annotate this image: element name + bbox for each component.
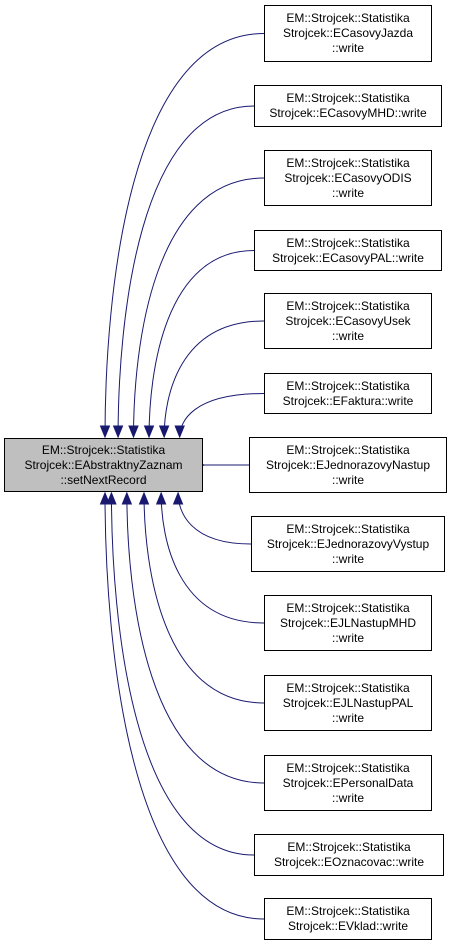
arrowhead: [172, 491, 184, 505]
node-label-line: ::write: [331, 41, 364, 55]
node-label-line: EM::Strojcek::Statistika: [286, 235, 410, 250]
call-edge: [148, 250, 255, 438]
node-label-line: Strojcek::EJLNastupMHD: [279, 615, 417, 630]
node-label-line: EM::Strojcek::Statistika: [286, 298, 410, 313]
node-label-line: ::setNextRecord: [60, 472, 147, 487]
call-edge: [126, 492, 265, 784]
node-label-line: Strojcek::EPersonalData: [282, 775, 414, 790]
arrowhead: [158, 425, 170, 439]
node-label-line: EM::Strojcek::Statistika: [286, 378, 410, 393]
node-label-line: Strojcek::EJednorazovyNastup: [265, 457, 431, 472]
node-label-line: EM::Strojcek::Statistika: [286, 680, 410, 695]
arrowhead: [121, 491, 133, 505]
node-label-line: Strojcek::ECasovyPAL::write: [272, 250, 424, 265]
arrowhead: [128, 425, 139, 439]
call-edge: [177, 492, 252, 545]
call-edge: [163, 320, 265, 438]
node-label-line: ::write: [331, 710, 364, 725]
node-label-line: EM::Strojcek::Statistika: [286, 155, 410, 170]
node-label-line: EM::Strojcek::Statistika: [286, 442, 410, 457]
node-label-line: ::write: [331, 185, 364, 200]
arrowhead: [155, 491, 167, 505]
arrowhead: [106, 491, 117, 505]
node-label-line: EM::Strojcek::Statistika: [286, 904, 410, 918]
node-label-line: Strojcek::ECasovyUsek: [285, 313, 411, 328]
call-edge: [117, 105, 255, 438]
node-label-line: EM::Strojcek::Statistika: [286, 11, 410, 25]
call-edge: [104, 33, 265, 438]
node-label-line: EM::Strojcek::Statistika: [286, 760, 410, 775]
node-label-line: Strojcek::ECasovyODIS: [284, 170, 412, 185]
arrowhead: [143, 425, 155, 439]
arrowhead: [99, 491, 111, 505]
node-label-line: Strojcek::EAbstraktnyZaznam: [24, 457, 183, 472]
node-label-line: Strojcek::EVklad::write: [287, 919, 409, 933]
node-label-line: EM::Strojcek::Statistika: [286, 600, 410, 615]
arrowhead: [99, 425, 111, 439]
node-label-line: ::write: [331, 630, 364, 645]
node-label-line: EM::Strojcek::Statistika: [286, 521, 410, 536]
node-label-line: ::write: [331, 328, 364, 343]
node-label-line: Strojcek::ECasovyMHD::write: [269, 106, 427, 120]
arrowhead: [138, 491, 150, 505]
node-label-line: ::write: [331, 551, 364, 566]
call-edge: [179, 393, 265, 438]
call-edge: [143, 492, 265, 704]
node-label-line: Strojcek::EFaktura::write: [282, 393, 414, 408]
node-label-line: Strojcek::ECasovyJazda: [282, 26, 414, 40]
node-label-line: Strojcek::EOznacovac::write: [273, 855, 425, 869]
node-label-line: Strojcek::EJLNastupPAL: [282, 695, 414, 710]
node-label-line: ::write: [331, 472, 364, 487]
node-label-line: EM::Strojcek::Statistika: [41, 442, 166, 457]
call-edge: [133, 177, 265, 438]
call-edge: [104, 492, 265, 920]
node-label-line: Strojcek::EJednorazovyVystup: [266, 536, 430, 551]
arrowhead: [112, 425, 124, 439]
node-label-line: EM::Strojcek::Statistika: [287, 840, 411, 854]
node-label-line: EM::Strojcek::Statistika: [286, 91, 410, 105]
arrowhead: [174, 425, 185, 439]
call-edge: [110, 492, 255, 856]
call-edge: [160, 492, 265, 624]
node-label-line: ::write: [331, 790, 364, 805]
